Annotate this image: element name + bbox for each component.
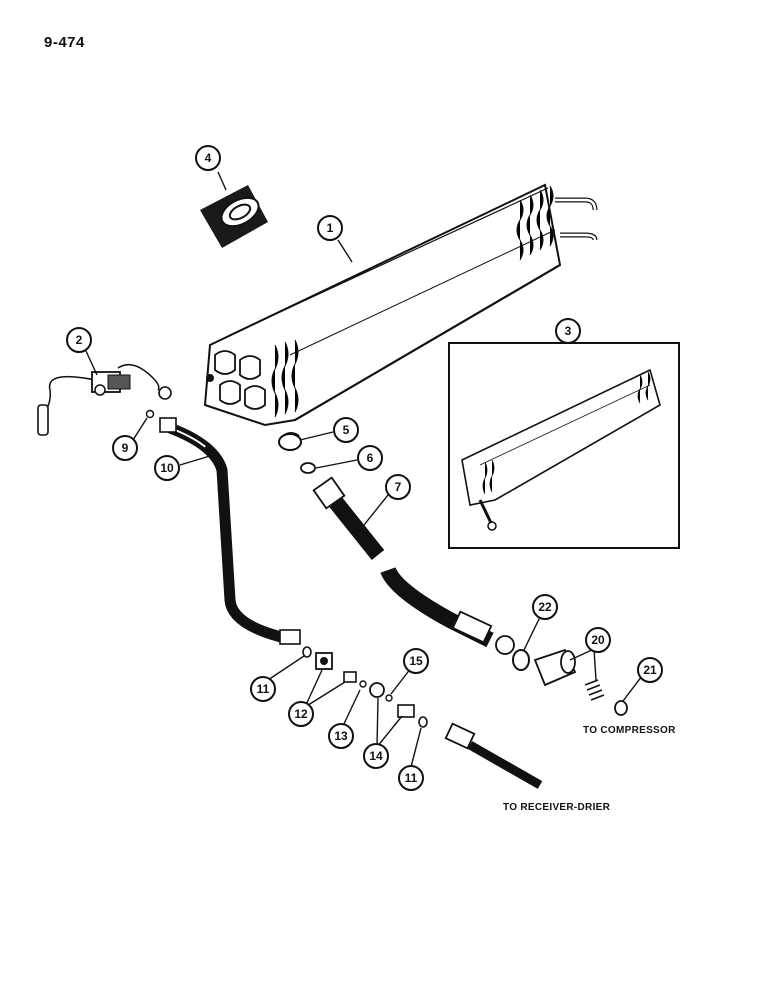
callout-10: 10 [154,455,180,481]
o-ring-part-9 [145,409,155,419]
line-to-receiver-drier [444,722,543,789]
svg-text:5: 5 [343,423,350,437]
fitting-part-14 [397,704,415,718]
svg-text:7: 7 [395,480,402,494]
svg-text:20: 20 [591,633,605,647]
svg-text:22: 22 [538,600,552,614]
svg-text:15: 15 [409,654,423,668]
callout-3: 3 [555,318,581,344]
label-to-compressor: TO COMPRESSOR [583,725,676,736]
callout-5: 5 [333,417,359,443]
clamp-part-5 [278,432,302,451]
callout-1: 1 [317,215,343,241]
leader-lines [85,171,646,768]
label-to-receiver-drier: TO RECEIVER-DRIER [503,802,611,813]
svg-text:11: 11 [405,771,418,785]
svg-text:1: 1 [327,221,334,235]
callout-4: 4 [195,145,221,171]
callout-9: 9 [112,435,138,461]
page-number: 9-474 [44,34,85,51]
svg-text:9: 9 [122,441,129,455]
svg-text:10: 10 [160,461,174,475]
svg-text:6: 6 [367,451,374,465]
evaporator-core-part-1 [203,183,598,427]
o-ring-part-13 [359,680,367,688]
callout-11a: 11 [250,676,276,702]
callout-20: 20 [585,627,611,653]
svg-text:21: 21 [643,663,657,677]
callout-7: 7 [385,474,411,500]
callout-15: 15 [403,648,429,674]
callout-14: 14 [363,743,389,769]
callout-12: 12 [288,701,314,727]
svg-text:3: 3 [565,324,572,338]
hose-part-10 [159,417,301,645]
svg-text:4: 4 [205,151,212,165]
hose-part-7 [312,476,515,655]
fitting-part-20 [533,648,605,701]
tape-roll-part-4 [200,185,268,248]
svg-text:11: 11 [257,682,270,696]
svg-text:2: 2 [76,333,83,347]
callout-2: 2 [66,327,92,353]
callout-11b: 11 [398,765,424,791]
nut-part-13 [369,682,385,698]
inset-evaporator-part-3 [461,368,661,531]
o-ring-part-6 [300,462,316,474]
svg-text:12: 12 [294,707,308,721]
svg-text:14: 14 [369,749,383,763]
o-ring-part-15 [385,694,393,702]
o-ring-part-11a [302,646,312,658]
fitting-part-12 [315,652,357,683]
callout-13: 13 [328,723,354,749]
expansion-valve-part-2 [37,363,172,436]
callout-22: 22 [532,594,558,620]
svg-text:13: 13 [334,729,348,743]
o-ring-part-22 [512,649,530,671]
o-ring-part-21 [614,700,628,716]
o-ring-part-11b [418,716,428,728]
callout-6: 6 [357,445,383,471]
callout-21: 21 [637,657,663,683]
